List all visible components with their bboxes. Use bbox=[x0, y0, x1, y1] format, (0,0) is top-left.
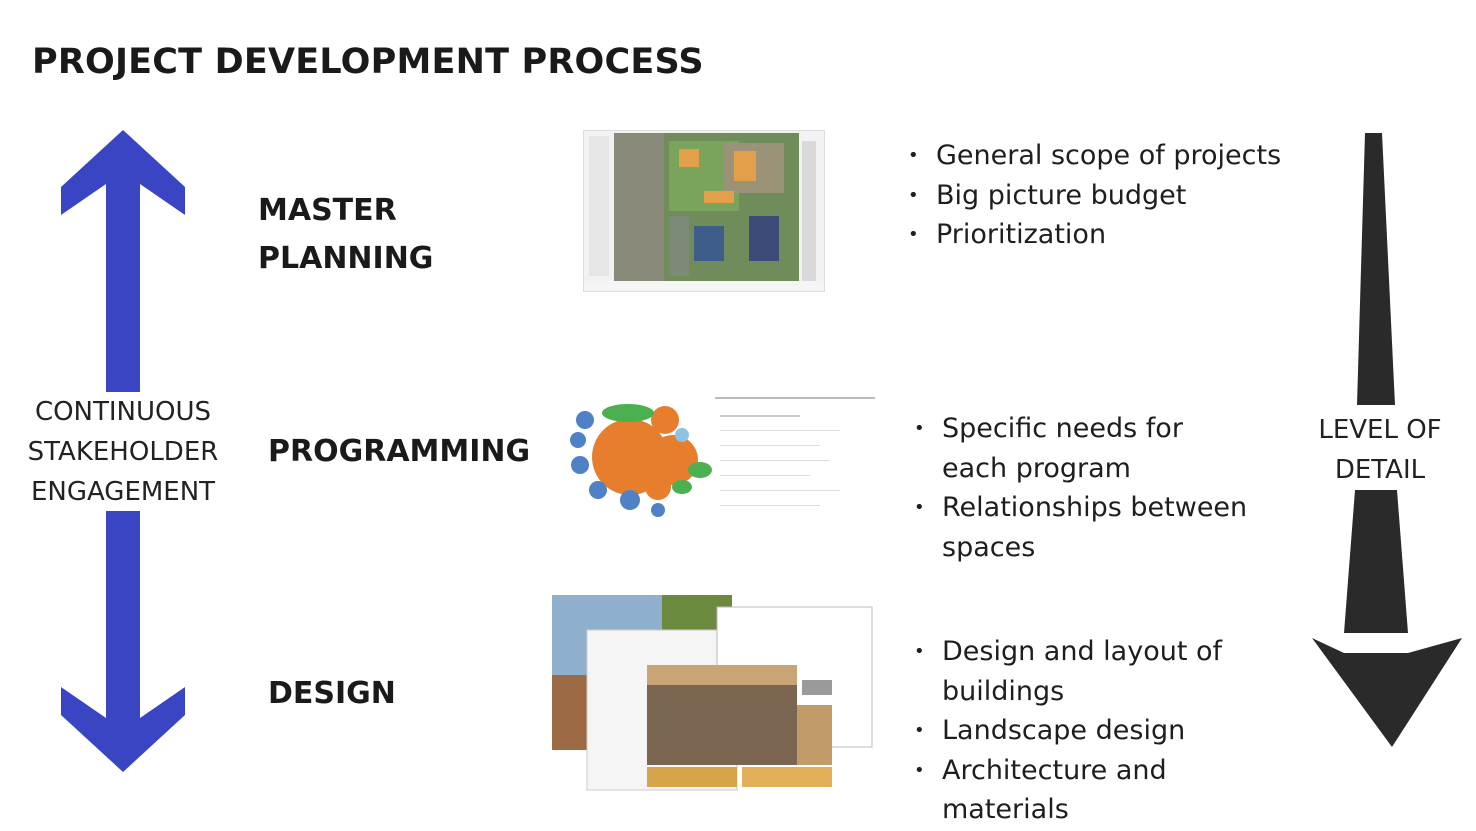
list-item: Design and layout of buildings bbox=[912, 632, 1232, 711]
down-arrow-icon bbox=[1312, 133, 1462, 747]
list-item: General scope of projects bbox=[906, 136, 1286, 176]
site-plan-image bbox=[583, 130, 825, 292]
design-bullets: Design and layout of buildings Landscape… bbox=[912, 632, 1232, 830]
list-item: Prioritization bbox=[906, 215, 1286, 255]
design-collage-image bbox=[552, 595, 877, 795]
arrow-head bbox=[1312, 638, 1462, 747]
detail-label-line: LEVEL OF bbox=[1318, 415, 1442, 445]
arrow-down-shaft bbox=[106, 511, 140, 721]
arrow-up-shaft bbox=[106, 180, 140, 392]
stage-design: DESIGN bbox=[268, 670, 396, 718]
stage-master-planning: MASTER PLANNING bbox=[258, 187, 433, 283]
list-item: Relationships between spaces bbox=[912, 488, 1252, 567]
arrow-down-head bbox=[61, 687, 185, 772]
arrow-up-head bbox=[61, 130, 185, 215]
list-item: Specific needs for each program bbox=[912, 409, 1252, 488]
stage-name-line: MASTER bbox=[258, 193, 397, 228]
master-planning-bullets: General scope of projects Big picture bu… bbox=[906, 136, 1286, 255]
stakeholder-label-line: CONTINUOUS bbox=[34, 397, 212, 427]
detail-label-line: DETAIL bbox=[1334, 455, 1426, 485]
page-title: PROJECT DEVELOPMENT PROCESS bbox=[32, 42, 704, 82]
bubble-diagram-image bbox=[570, 375, 880, 520]
stakeholder-label: CONTINUOUS STAKEHOLDER ENGAGEMENT bbox=[18, 392, 228, 512]
detail-label: LEVEL OF DETAIL bbox=[1290, 410, 1470, 490]
stage-name-line: PROGRAMMING bbox=[268, 434, 531, 469]
programming-bullets: Specific needs for each program Relation… bbox=[912, 409, 1252, 567]
stage-name-line: DESIGN bbox=[268, 676, 396, 711]
stakeholder-label-line: ENGAGEMENT bbox=[30, 477, 216, 507]
stakeholder-label-line: STAKEHOLDER bbox=[27, 437, 219, 467]
stage-programming: PROGRAMMING bbox=[268, 428, 530, 476]
list-item: Big picture budget bbox=[906, 176, 1286, 216]
list-item: Landscape design bbox=[912, 711, 1232, 751]
arrow-lower-shaft bbox=[1344, 490, 1408, 633]
arrow-top-wedge bbox=[1357, 133, 1395, 405]
stage-name-line: PLANNING bbox=[258, 241, 434, 276]
list-item: Architecture and materials bbox=[912, 751, 1232, 830]
double-arrow-icon bbox=[61, 130, 185, 772]
